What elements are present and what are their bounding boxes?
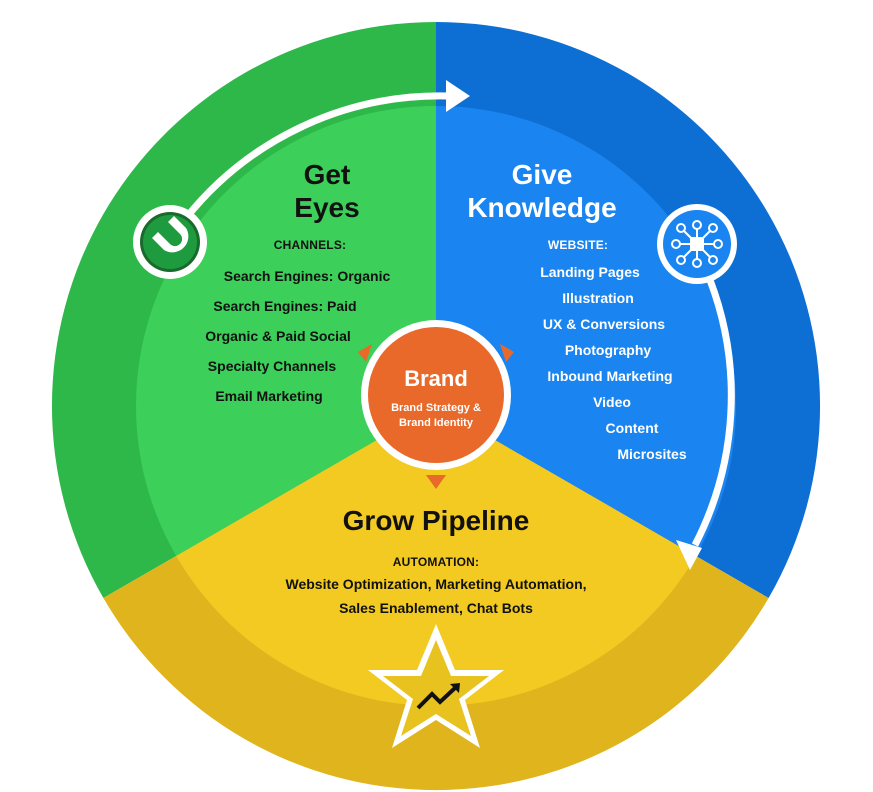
grow-pipeline-title: Grow Pipeline — [342, 505, 530, 536]
get-eyes-title-line1: Get — [303, 159, 351, 190]
get-eyes-subtitle: CHANNELS: — [273, 238, 347, 252]
arrow-head-right — [676, 540, 702, 570]
brand-title: Brand — [404, 366, 468, 391]
grow-pipeline-inner-sector — [176, 406, 696, 706]
get-eyes-item: Specialty Channels — [207, 358, 337, 374]
get-eyes-item: Search Engines: Paid — [213, 298, 357, 314]
give-knowledge-title-line2: Knowledge — [467, 192, 617, 223]
grow-pipeline-line1: Website Optimization, Marketing Automati… — [285, 576, 587, 592]
give-knowledge-item: Video — [593, 394, 631, 410]
give-knowledge-item: Illustration — [562, 290, 634, 306]
cycle-arrow-track-right — [691, 278, 735, 547]
brand-badge — [358, 320, 514, 489]
network-icon — [657, 204, 737, 284]
grow-pipeline-subtitle: AUTOMATION: — [392, 555, 480, 569]
brand-arrow-right — [500, 344, 514, 362]
give-knowledge-item: UX & Conversions — [542, 316, 666, 332]
give-knowledge-item: Microsites — [617, 446, 687, 462]
give-knowledge-subtitle: WEBSITE: — [547, 238, 609, 252]
get-eyes-item: Organic & Paid Social — [205, 328, 351, 344]
brand-arrow-left — [358, 344, 372, 362]
cycle-arrow-track — [183, 92, 449, 221]
give-knowledge-item: Photography — [564, 342, 652, 358]
give-knowledge-item: Inbound Marketing — [547, 368, 673, 384]
get-eyes-item: Email Marketing — [215, 388, 323, 404]
arrow-head-top — [446, 80, 470, 112]
give-knowledge-inner-sector — [436, 106, 736, 556]
magnet-icon — [133, 205, 207, 279]
give-knowledge-item: Content — [605, 420, 659, 436]
trend-up-star-icon — [368, 624, 504, 748]
brand-arrow-down — [426, 475, 446, 489]
get-eyes-inner-sector — [136, 106, 436, 556]
grow-pipeline-line2: Sales Enablement, Chat Bots — [339, 600, 533, 616]
get-eyes-item: Search Engines: Organic — [223, 268, 391, 284]
give-knowledge-item: Landing Pages — [540, 264, 640, 280]
get-eyes-title-line2: Eyes — [294, 192, 360, 223]
brand-subtitle: Brand Strategy & Brand Identity — [391, 402, 481, 429]
give-knowledge-title-line1: Give — [511, 159, 573, 190]
